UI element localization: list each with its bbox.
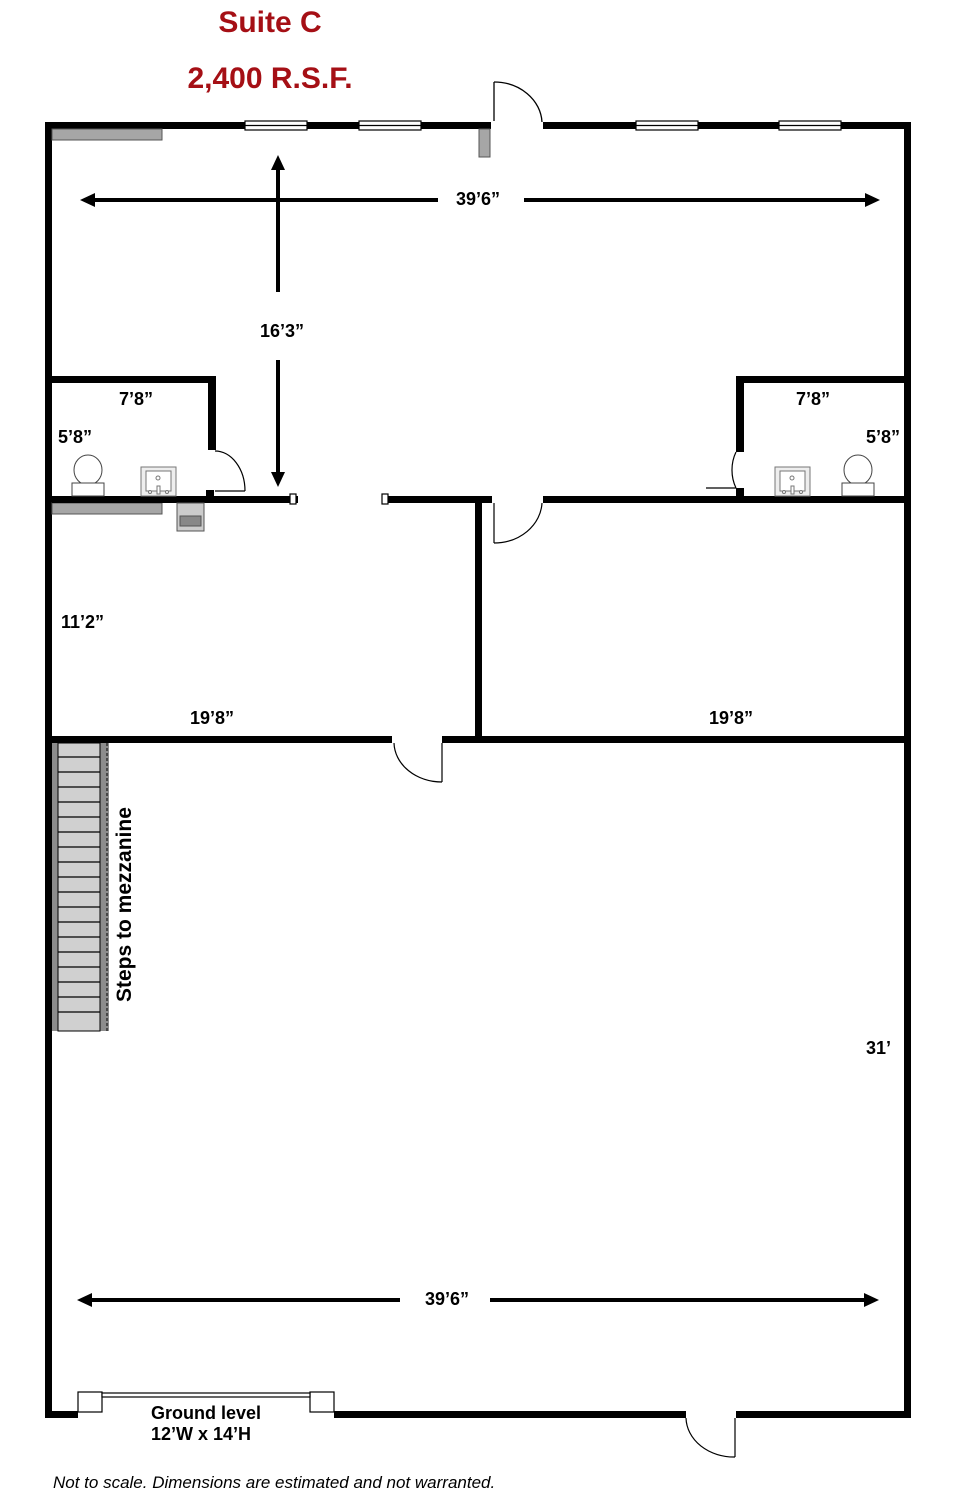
dimension-restroom-right-depth: 5’8” — [866, 427, 901, 447]
dimension-arrows — [77, 155, 880, 1307]
dimension-top-width: 39’6” — [456, 189, 501, 209]
dimension-warehouse-depth: 31’ — [866, 1038, 892, 1058]
disclaimer: Not to scale. Dimensions are estimated a… — [53, 1473, 496, 1492]
dimension-restroom-left-depth: 5’8” — [58, 427, 93, 447]
toilet-icon — [71, 454, 105, 497]
dimension-office-right-width: 19’8” — [709, 708, 754, 728]
office-wall-top — [382, 496, 911, 742]
office-door-right — [493, 502, 543, 544]
dimension-restroom-left-width: 7’8” — [119, 389, 154, 409]
dimension-restroom-right-width: 7’8” — [796, 389, 831, 409]
dimension-office-left-width: 19’8” — [190, 708, 235, 728]
sink-icon — [140, 466, 177, 497]
restroom-left — [52, 376, 298, 532]
dimension-top-depth: 16’3” — [260, 321, 305, 341]
stairs-label: Steps to mezzanine — [113, 807, 136, 1002]
exit-door-bottom — [685, 1417, 736, 1458]
water-heater-icon — [176, 502, 205, 532]
sink-icon — [774, 466, 811, 497]
dimension-warehouse-width: 39’6” — [425, 1289, 470, 1309]
overhead-door-label-line1: Ground level — [151, 1403, 262, 1423]
entry-door-top — [493, 81, 543, 123]
dimension-office-left-depth: 11’2” — [61, 612, 105, 632]
windows — [244, 120, 842, 131]
suite-area: 2,400 R.S.F. — [187, 62, 353, 95]
toilet-icon — [841, 454, 875, 497]
exterior-walls — [45, 122, 911, 1418]
suite-title: Suite C — [218, 6, 322, 39]
stairs-icon — [52, 742, 109, 1032]
restroom-right — [706, 376, 911, 498]
office-door-left — [393, 742, 443, 783]
warehouse-wall — [52, 736, 911, 743]
overhead-door — [77, 1391, 335, 1413]
overhead-door-label-line2: 12’W x 14’H — [151, 1424, 252, 1444]
